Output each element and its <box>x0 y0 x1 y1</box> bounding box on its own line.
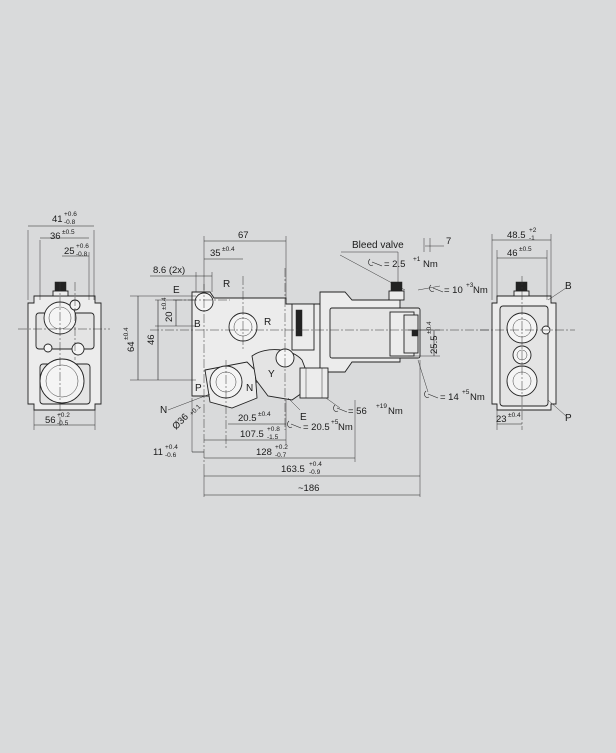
torque-14: = 14 <box>440 392 459 403</box>
dim-35: 35 <box>210 248 221 259</box>
dim-25-tol-up: +0.6 <box>76 243 89 250</box>
dim-128: 128 <box>256 447 272 458</box>
dim-20-5b-tol: +5 <box>331 419 339 426</box>
port-label-e-bottom: E <box>300 412 307 423</box>
torque-14-unit: Nm <box>470 392 485 403</box>
dim-48-5-tol-dn: -1 <box>529 235 535 242</box>
dim-36-tol: ±0.5 <box>62 229 75 236</box>
port-label-p-right: P <box>565 413 572 424</box>
port-label-e-top: E <box>173 285 180 296</box>
dim-48-5-tol-up: +2 <box>529 227 537 234</box>
dim-64: 64 <box>126 341 137 352</box>
wrench-icon-20-5 <box>287 420 302 429</box>
port-label-r: R <box>264 317 271 328</box>
torque-10-tol: +3 <box>466 282 474 289</box>
dim-36-dia: Ø36 <box>170 412 190 432</box>
dim-128-tol-dn: -0.7 <box>275 452 287 459</box>
torque-56: = 56 <box>348 406 367 417</box>
port-label-p: P <box>195 383 202 394</box>
dim-56-tol-dn: -0.5 <box>57 420 69 427</box>
dim-41-tol-up: +0.6 <box>64 211 77 218</box>
dim-41: 41 <box>52 214 63 225</box>
port-label-b-right: B <box>565 281 572 292</box>
dim-56-tol-up: +0.2 <box>57 412 70 419</box>
dim-67: 67 <box>238 230 249 241</box>
torque-2-5: = 2.5 <box>384 259 405 270</box>
dim-46-right-tol: ±0.5 <box>519 246 532 253</box>
torque-2-5-unit: Nm <box>423 259 438 270</box>
dim-64-tol: ±0.4 <box>123 327 130 340</box>
dim-163-5: 163.5 <box>281 464 305 475</box>
port-label-n-outer: N <box>160 405 167 416</box>
torque-56-tol: +19 <box>376 403 387 410</box>
dim-20: 20 <box>164 311 175 322</box>
wrench-icon-14 <box>424 390 439 399</box>
dim-107-5: 107.5 <box>240 429 264 440</box>
torque-10-unit: Nm <box>473 285 488 296</box>
dim-46: 46 <box>146 334 157 345</box>
dim-41-tol-dn: -0.8 <box>64 219 76 226</box>
torque-56-unit: Nm <box>388 406 403 417</box>
bleed-valve-label: Bleed valve <box>352 240 404 251</box>
dim-23-tol: ±0.4 <box>508 412 521 419</box>
dim-20-5a: 20.5 <box>238 413 257 424</box>
left-view-dims: 41 +0.6 -0.8 36 ±0.5 25 +0.6 -0.8 56 +0.… <box>45 211 89 427</box>
wrench-icon-2-5 <box>368 258 383 267</box>
wrench-icon-10 <box>429 284 444 293</box>
dim-48-5: 48.5 <box>507 230 526 241</box>
dim-11-tol-dn: -0.6 <box>165 452 177 459</box>
dim-25-5-tol: ±0.4 <box>426 321 433 334</box>
dim-186: ~186 <box>298 483 319 494</box>
port-label-n-inner: N <box>246 383 253 394</box>
port-label-r-top: R <box>223 279 230 290</box>
right-view-dims: 48.5 +2 -1 46 ±0.5 23 ±0.4 B P <box>496 227 572 425</box>
port-labels: E R B R P N Y N E <box>160 279 307 423</box>
front-view <box>130 236 490 497</box>
port-label-b: B <box>194 319 201 330</box>
dim-20-tol: ±0.4 <box>161 297 168 310</box>
dim-11-tol-up: +0.4 <box>165 444 178 451</box>
torque-2-5-tol: +1 <box>413 256 421 263</box>
dim-107-5-tol-dn: -1.5 <box>267 434 279 441</box>
dim-46-right: 46 <box>507 248 518 259</box>
dim-8-6: 8.6 (2x) <box>153 265 185 276</box>
dim-107-5-tol-up: +0.8 <box>267 426 280 433</box>
dim-7: 7 <box>446 236 451 247</box>
left-side-view <box>18 225 110 430</box>
dim-36: 36 <box>50 231 61 242</box>
dim-11: 11 <box>153 447 163 458</box>
dim-128-tol-up: +0.2 <box>275 444 288 451</box>
dim-25: 25 <box>64 246 75 257</box>
dim-20-5b: = 20.5 <box>303 422 330 433</box>
port-label-y: Y <box>268 369 275 380</box>
dim-20-5a-tol: ±0.4 <box>258 411 271 418</box>
dim-25-tol-dn: -0.8 <box>76 251 88 258</box>
dim-35-tol: ±0.4 <box>222 246 235 253</box>
torque-14-tol: +5 <box>462 389 470 396</box>
dim-25-5: 25.5 <box>429 336 440 355</box>
dim-163-5-tol-dn: -0.9 <box>309 469 321 476</box>
dim-23: 23 <box>496 414 507 425</box>
dim-36-dia-tol: +0.1 <box>188 403 202 417</box>
dim-20-5b-unit: Nm <box>338 422 353 433</box>
dim-56: 56 <box>45 415 56 426</box>
right-side-view <box>480 234 575 430</box>
torque-10: = 10 <box>444 285 463 296</box>
wrench-icon-56 <box>333 404 348 413</box>
dim-163-5-tol-up: +0.4 <box>309 461 322 468</box>
